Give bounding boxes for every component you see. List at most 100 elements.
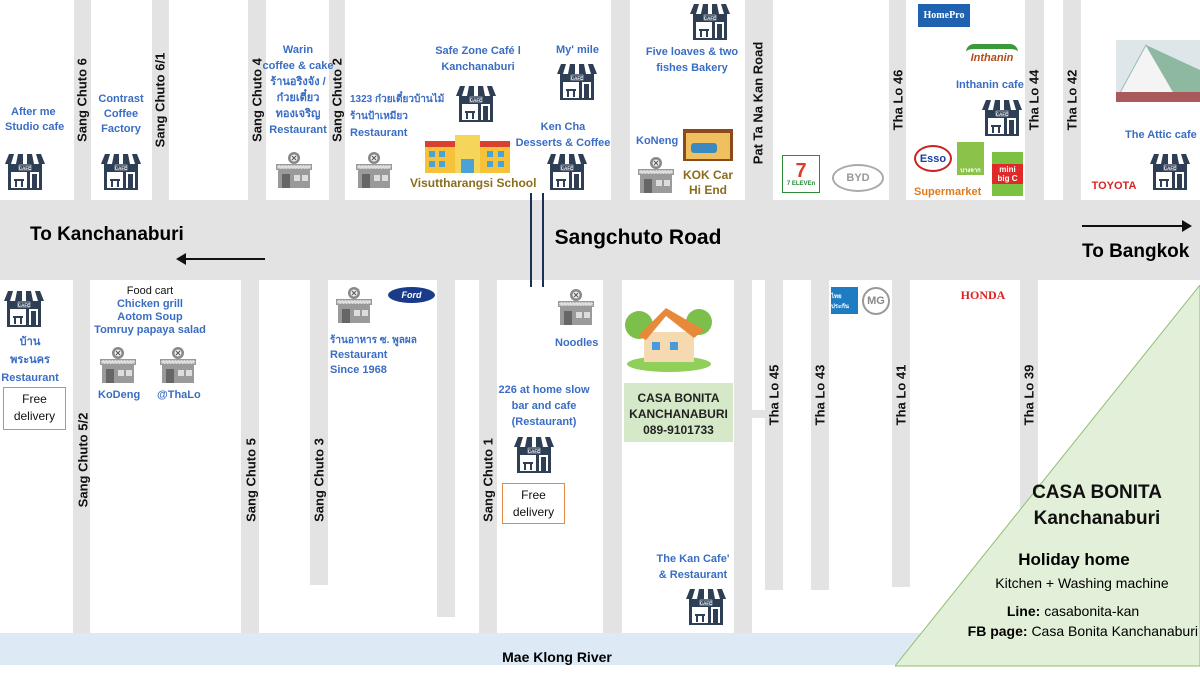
road-label: Sang Chuto 6: [74, 58, 90, 142]
label-line: Five loaves & two: [645, 46, 739, 58]
cafe-icon[interactable]: [686, 587, 726, 627]
fb-page[interactable]: Casa Bonita Kanchanaburi: [1031, 623, 1198, 639]
main-road-sangchuto: [0, 200, 1200, 280]
label-line: After me: [11, 106, 56, 118]
label-line: Contrast: [98, 93, 144, 105]
honda-logo: HONDA: [953, 288, 1013, 302]
restaurant-icon[interactable]: [334, 285, 374, 325]
label-line: (Restaurant): [511, 416, 577, 428]
side-road: [752, 410, 765, 418]
label-line: CASA BONITA: [637, 391, 720, 405]
restaurant-icon[interactable]: [636, 155, 676, 195]
promo-amenities: Kitchen + Washing machine: [995, 575, 1169, 591]
promo-triangle: [895, 285, 1200, 667]
road-label: Pat Ta Na Kan Road: [750, 41, 766, 165]
inthanin-logo: Inthanin: [966, 44, 1018, 66]
place-athome: 226 at home slow bar and cafe (Restaurant): [498, 382, 589, 430]
label-line: bar and cafe: [511, 400, 577, 412]
cafe-icon[interactable]: [101, 152, 141, 192]
label-line: Food cart: [126, 285, 174, 297]
arrow-left-head: [176, 253, 186, 265]
label-line: Free: [22, 392, 47, 406]
side-road: [603, 280, 622, 633]
cafe-icon[interactable]: [5, 152, 45, 192]
label-line: ร้านป้าเหมียว: [350, 111, 408, 122]
side-road: [74, 0, 91, 200]
side-road: [811, 280, 829, 590]
arrow-right-head: [1182, 220, 1192, 232]
label-line: พระนคร: [10, 354, 50, 366]
label-line: Kanchanaburi: [441, 61, 515, 73]
restaurant-icon[interactable]: [158, 345, 198, 385]
label-line: Aotom Soup: [117, 311, 183, 323]
side-road: [437, 280, 455, 617]
cafe-icon[interactable]: [982, 98, 1022, 138]
side-road: [241, 280, 259, 633]
side-road: [889, 0, 906, 200]
logo-text: ไทยประกัน: [831, 293, 849, 310]
fb-label: FB page:: [967, 623, 1028, 639]
logo-text: HONDA: [960, 287, 1006, 302]
cafe-icon[interactable]: [547, 152, 587, 192]
side-road: [248, 0, 266, 200]
label-line: Coffee: [103, 108, 139, 120]
place-attic: The Attic cafe: [1125, 129, 1197, 141]
line-id[interactable]: casabonita-kan: [1044, 603, 1140, 619]
label-line: Restaurant: [330, 349, 388, 361]
promo-fb: FB page: Casa Bonita Kanchanaburi: [968, 623, 1198, 639]
promo-line: Line: casabonita-kan: [1007, 603, 1139, 619]
label-line: Free: [521, 488, 546, 502]
cafe-icon[interactable]: [514, 435, 554, 475]
homepro-logo: HomePro: [918, 4, 970, 27]
restaurant-icon[interactable]: [556, 287, 596, 327]
side-road: [73, 280, 90, 633]
restaurant-icon[interactable]: [274, 150, 314, 190]
label-line: 1323 ก๋วยเตี๋ยวบ้านไม้: [350, 94, 445, 105]
restaurant-icon[interactable]: [98, 345, 138, 385]
side-road: [611, 0, 630, 200]
cafe-icon[interactable]: [557, 62, 597, 102]
logo-text: BYD: [846, 172, 870, 184]
river-label: Mae Klong River: [502, 649, 612, 665]
label-line: Restaurant: [350, 127, 408, 139]
place-1323: 1323 ก๋วยเตี๋ยวบ้านไม้ร้านป้าเหมียว Resta…: [350, 91, 444, 142]
label-line: KANCHANABURI: [629, 407, 728, 421]
label-line: delivery: [13, 409, 56, 423]
label-line: & Restaurant: [658, 569, 728, 581]
road-label: Tha Lo 41: [893, 364, 909, 426]
logo-text: Esso: [919, 152, 947, 165]
phone-number: 089-9101733: [643, 423, 714, 437]
free-delivery-badge: Free delivery: [3, 387, 66, 430]
label-line: Tomruy papaya salad: [94, 324, 206, 336]
place-mymile: My' mile: [556, 44, 599, 56]
side-road: [892, 280, 910, 587]
line-label: Line:: [1006, 603, 1041, 619]
cafe-icon[interactable]: [456, 84, 496, 124]
cafe-icon[interactable]: [1150, 152, 1190, 192]
road-label: Sang Chuto 1: [480, 438, 496, 522]
logo-text: TOYOTA: [1091, 180, 1137, 192]
car-shop-icon: [683, 129, 733, 161]
label-line: Desserts & Coffee: [515, 137, 611, 149]
label-line: Factory: [101, 123, 141, 135]
road-label: Tha Lo 44: [1026, 69, 1042, 131]
side-road: [152, 0, 169, 200]
cafe-icon[interactable]: [690, 2, 730, 42]
cafe-icon[interactable]: [4, 289, 44, 329]
label-line: 226 at home slow: [498, 384, 590, 396]
label-line: delivery: [512, 505, 555, 519]
arrow-left-icon: [180, 258, 265, 260]
road-label: Tha Lo 46: [890, 69, 906, 131]
road-label: Tha Lo 43: [812, 364, 828, 426]
label-line: บ้าน: [19, 336, 41, 348]
side-road: [765, 280, 783, 590]
restaurant-icon[interactable]: [354, 150, 394, 190]
label-line: The Kan Cafe': [656, 553, 730, 565]
